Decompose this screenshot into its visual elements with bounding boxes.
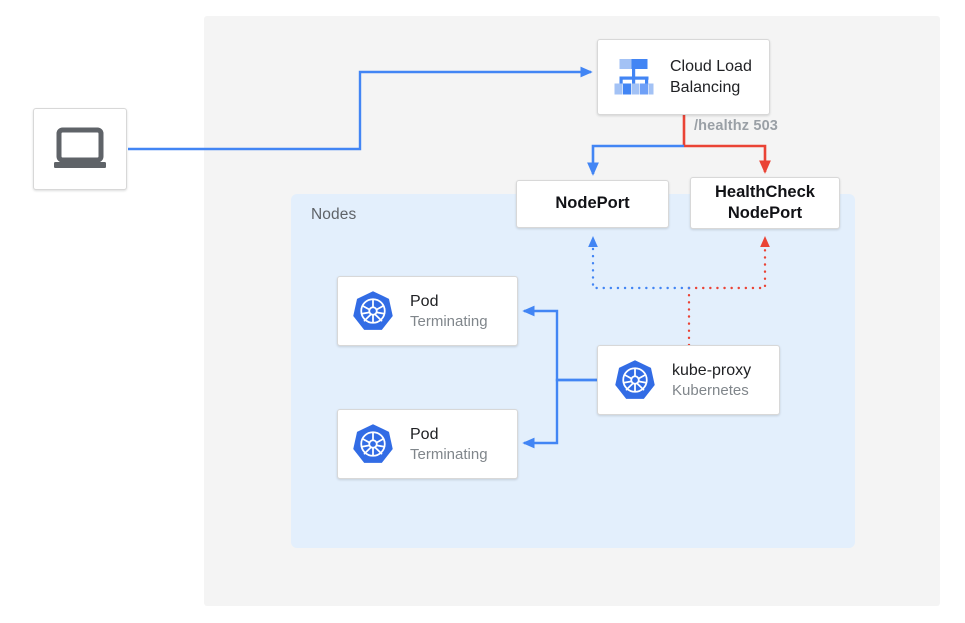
kube-proxy-title: kube-proxy [672, 361, 752, 379]
kubernetes-icon [352, 290, 394, 332]
healthcheck-nodeport-node[interactable]: HealthCheck NodePort [690, 177, 840, 229]
client-node[interactable] [33, 108, 127, 190]
nodeport-node[interactable]: NodePort [516, 180, 669, 228]
kubernetes-icon [352, 423, 394, 465]
healthcheck-nodeport-labels: HealthCheck NodePort [715, 182, 815, 224]
nodes-panel-label: Nodes [311, 206, 357, 223]
kubernetes-icon [614, 359, 656, 401]
pod-1-labels: Pod Terminating [410, 291, 488, 332]
pod-node-1[interactable]: Pod Terminating [337, 276, 518, 346]
cloud-load-balancing-line2: Balancing [670, 79, 741, 96]
pod-2-labels: Pod Terminating [410, 424, 488, 465]
kube-proxy-subtitle: Kubernetes [672, 381, 749, 399]
nodeport-label: NodePort [555, 194, 630, 213]
laptop-icon [53, 127, 107, 171]
pod-1-status: Terminating [410, 312, 488, 330]
kube-proxy-node[interactable]: kube-proxy Kubernetes [597, 345, 780, 415]
cloud-load-balancing-node[interactable]: Cloud Load Balancing [597, 39, 770, 115]
pod-1-title: Pod [410, 292, 439, 310]
pod-node-2[interactable]: Pod Terminating [337, 409, 518, 479]
healthcheck-nodeport-line1: HealthCheck [715, 182, 815, 201]
pod-2-status: Terminating [410, 445, 488, 463]
healthcheck-nodeport-line2: NodePort [727, 204, 803, 222]
healthz-edge-label: /healthz 503 [694, 118, 778, 134]
cloud-load-balancing-labels: Cloud Load Balancing [670, 56, 752, 98]
cloud-load-balancing-icon [611, 56, 657, 98]
pod-2-title: Pod [410, 425, 439, 443]
kube-proxy-labels: kube-proxy Kubernetes [672, 360, 751, 401]
cloud-load-balancing-line1: Cloud Load [670, 57, 752, 75]
